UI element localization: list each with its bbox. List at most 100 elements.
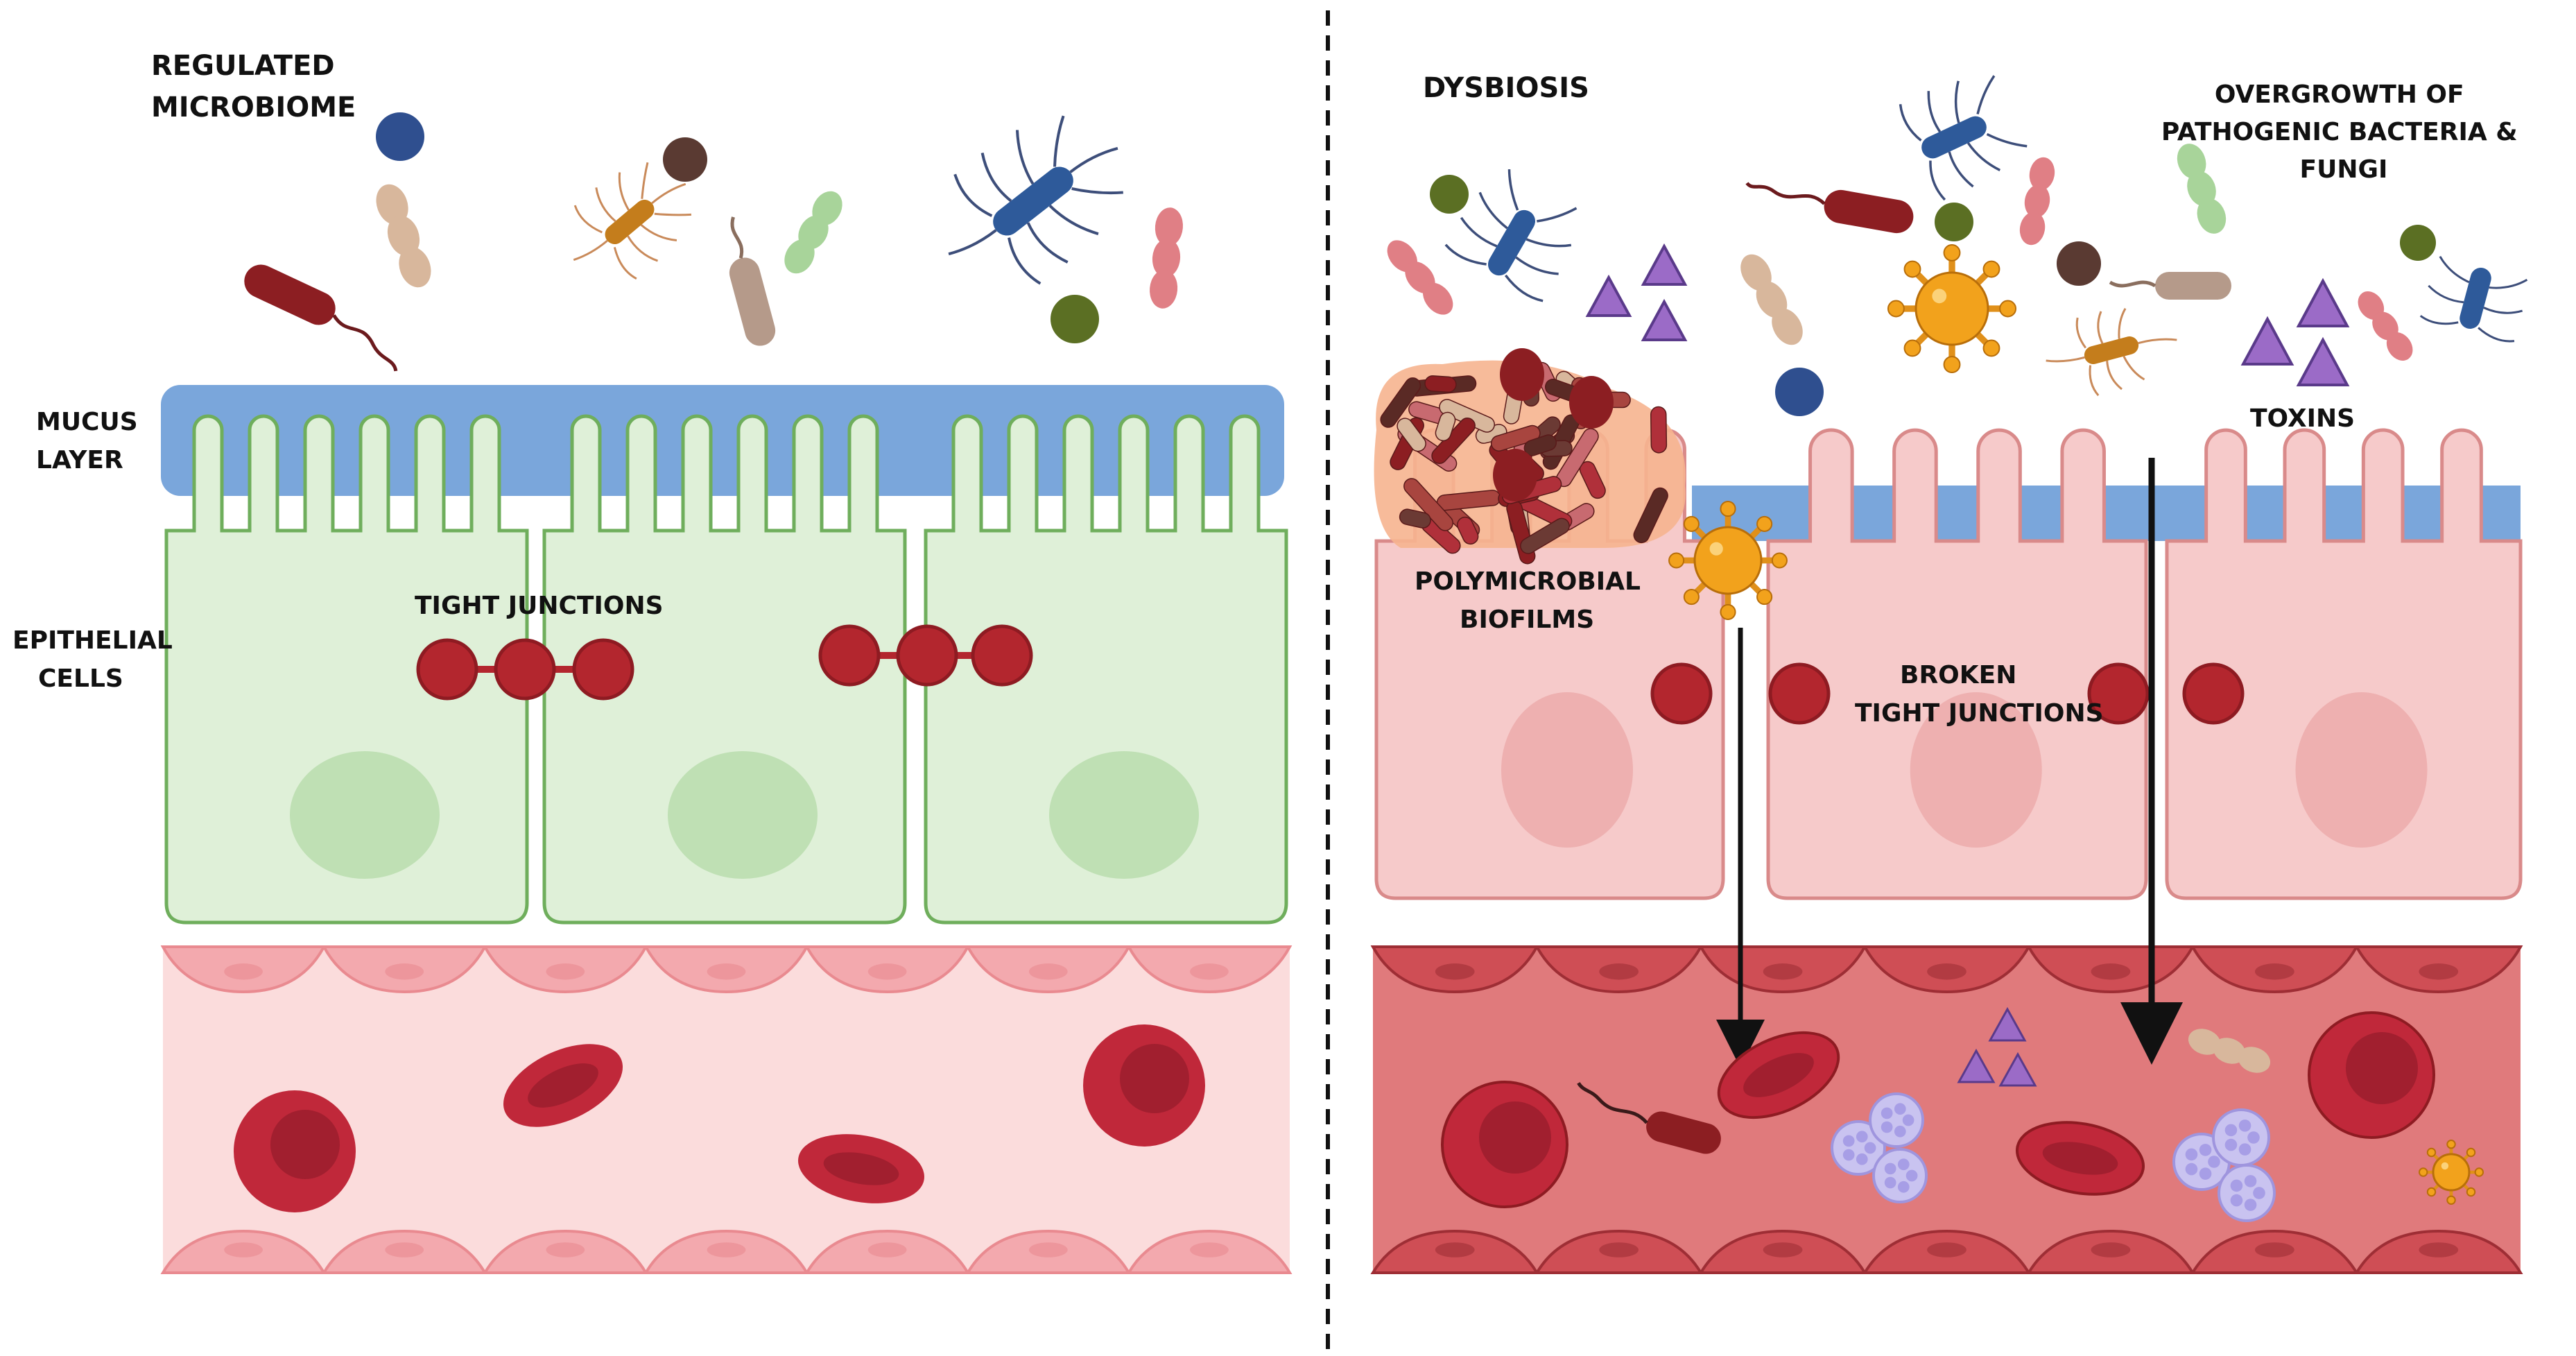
toxin-triangle-icon bbox=[1957, 1006, 2037, 1087]
fungal-tip bbox=[1683, 515, 1700, 532]
flagellated-bacterium-icon bbox=[2046, 307, 2177, 397]
immune-granule bbox=[1842, 1149, 1855, 1161]
endothelial-nucleus bbox=[546, 963, 585, 980]
fungal-spore-icon bbox=[1887, 243, 2017, 374]
label-toxins: TOXINS bbox=[2250, 404, 2355, 433]
biofilm-microbe bbox=[1435, 411, 1456, 442]
toxin-triangle-icon bbox=[1585, 243, 1688, 341]
immune-granule bbox=[2224, 1138, 2238, 1151]
endothelial-nucleus bbox=[1927, 963, 1966, 980]
flagellated-bacterium-icon bbox=[2419, 255, 2528, 343]
biofilm-microbe bbox=[1403, 478, 1453, 531]
cell-nucleus bbox=[290, 751, 440, 879]
immune-granule bbox=[2224, 1124, 2238, 1137]
fungal-tip bbox=[2446, 1139, 2456, 1149]
endothelial-nucleus bbox=[1763, 1242, 1803, 1258]
label-broken-tight-junctions: BROKEN TIGHT JUNCTIONS bbox=[1855, 661, 2104, 728]
immune-granule bbox=[2230, 1194, 2243, 1207]
coccus-icon bbox=[1775, 368, 1824, 416]
immune-cell-cluster-icon bbox=[1831, 1092, 1928, 1203]
biofilm-coccus bbox=[1569, 376, 1614, 429]
immune-granule bbox=[2185, 1162, 2198, 1176]
endothelial-nucleus bbox=[546, 1242, 585, 1258]
biofilm-microbe bbox=[1380, 377, 1421, 428]
coccus-icon bbox=[2057, 241, 2101, 286]
endothelial-nucleus bbox=[2419, 1242, 2459, 1258]
rod-bacterium-icon bbox=[1577, 1081, 1721, 1154]
biofilm-microbe bbox=[1424, 375, 1457, 393]
immune-granule bbox=[2238, 1119, 2251, 1132]
cocci-chain-icon bbox=[2177, 144, 2227, 234]
biofilm-microbe bbox=[1490, 424, 1541, 452]
cell-nucleus bbox=[1910, 692, 2042, 848]
biofilm-coccus bbox=[1493, 449, 1537, 501]
polymicrobial-biofilm bbox=[1374, 348, 1686, 565]
immune-granule bbox=[1884, 1176, 1896, 1189]
fungal-tip bbox=[1982, 339, 2000, 357]
red-blood-cell-icon bbox=[2308, 1011, 2435, 1139]
healthy-epithelial-cell bbox=[542, 414, 907, 925]
fungal-tip bbox=[2474, 1167, 2484, 1177]
red-blood-cell-icon bbox=[503, 1044, 623, 1127]
fungal-highlight bbox=[1932, 289, 1947, 304]
fungal-tip bbox=[1943, 243, 1961, 261]
endothelial-nucleus bbox=[867, 1242, 907, 1258]
endothelial-nucleus bbox=[385, 963, 424, 980]
red-blood-cell-icon bbox=[1083, 1024, 1205, 1147]
endothelial-nucleus bbox=[867, 963, 907, 980]
fungal-highlight bbox=[1709, 542, 1723, 556]
immune-granule bbox=[1856, 1131, 1868, 1143]
immune-granule bbox=[1856, 1153, 1868, 1165]
biofilm-microbe bbox=[1397, 418, 1426, 452]
endothelial-nucleus bbox=[224, 1242, 263, 1258]
immune-granule bbox=[1894, 1125, 1906, 1138]
biofilm-microbe bbox=[1633, 487, 1668, 544]
fungal-tip bbox=[1771, 552, 1788, 569]
endothelial-nucleus bbox=[1190, 963, 1229, 980]
coccus-icon bbox=[1935, 203, 1973, 241]
endothelial-nucleus bbox=[707, 1242, 746, 1258]
immune-granule bbox=[2244, 1175, 2257, 1187]
fungal-body bbox=[1914, 271, 1989, 346]
fungal-tip bbox=[1982, 260, 2000, 278]
endothelial-nucleus bbox=[1927, 1242, 1966, 1258]
label-mucus-layer: MUCUS LAYER bbox=[36, 408, 146, 474]
endothelial-nucleus bbox=[1028, 963, 1068, 980]
rod-bacterium-icon bbox=[2109, 272, 2231, 300]
endothelial-nucleus bbox=[2419, 963, 2459, 980]
rod-bacterium-icon bbox=[1745, 182, 1914, 234]
fungal-tip bbox=[2426, 1147, 2437, 1158]
immune-cell bbox=[2218, 1164, 2276, 1222]
cocci-chain-icon bbox=[2188, 1029, 2271, 1073]
fungal-tip bbox=[2418, 1167, 2428, 1177]
tight-junction-1 bbox=[416, 638, 634, 701]
immune-granule bbox=[2238, 1143, 2251, 1156]
endothelial-nucleus bbox=[1028, 1242, 1068, 1258]
fungal-body bbox=[2432, 1153, 2471, 1192]
coccus-icon bbox=[663, 137, 707, 182]
tight-junction-2 bbox=[818, 624, 1033, 687]
endothelial-nucleus bbox=[2091, 963, 2131, 980]
label-polymicrobial-biofilms: POLYMICROBIAL BIOFILMS bbox=[1415, 567, 1650, 634]
fungal-tip bbox=[1720, 501, 1736, 517]
toxin-triangle-icon bbox=[2240, 277, 2350, 386]
biofilm-microbe bbox=[1457, 516, 1479, 545]
cell-nucleus bbox=[2295, 692, 2428, 848]
rod-bacterium-icon bbox=[244, 264, 398, 372]
healthy-epithelial-cell bbox=[164, 414, 529, 925]
coccus-icon bbox=[376, 112, 424, 161]
coccus-icon bbox=[1430, 175, 1469, 214]
biofilm-microbe bbox=[1579, 461, 1606, 499]
fungal-tip bbox=[1683, 589, 1700, 606]
coccus-icon bbox=[1051, 295, 1099, 343]
immune-granule bbox=[1842, 1135, 1855, 1147]
immune-granule bbox=[1902, 1114, 1914, 1126]
blood-vessel-leaky bbox=[1370, 945, 2523, 1274]
endothelial-nucleus bbox=[1435, 1242, 1475, 1258]
cell-nucleus bbox=[1049, 751, 1199, 879]
red-blood-cell-icon bbox=[798, 1134, 924, 1203]
biofilm-microbe bbox=[1650, 406, 1668, 454]
immune-granule bbox=[1897, 1158, 1910, 1171]
coccus-icon bbox=[2400, 225, 2436, 261]
